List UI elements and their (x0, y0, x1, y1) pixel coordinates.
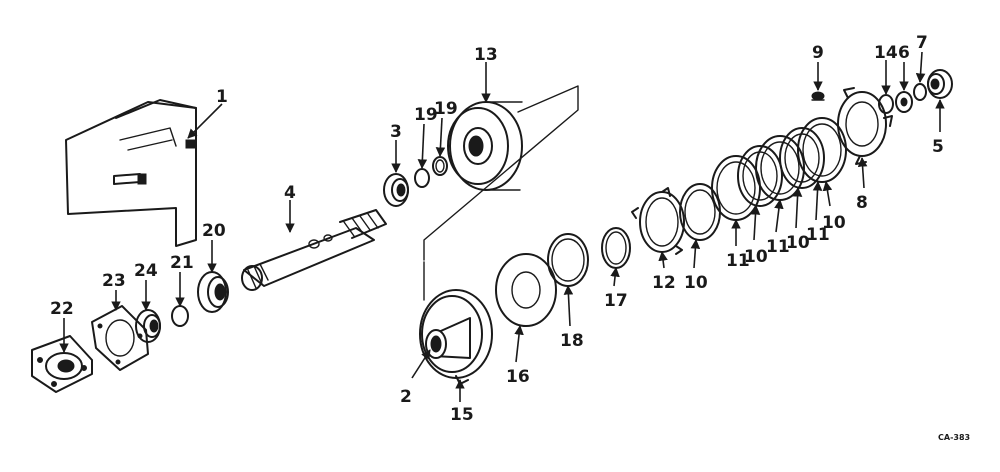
callout-19-a: 19 (414, 105, 438, 125)
part-10-disc-a (679, 183, 721, 241)
callout-23: 23 (102, 271, 126, 291)
part-15-hub (419, 289, 493, 385)
leader-lines (59, 51, 945, 402)
callout-19-b: 19 (434, 99, 458, 119)
callout-14: 14 (874, 43, 898, 63)
callout-20: 20 (202, 221, 226, 241)
callout-24: 24 (134, 261, 158, 281)
callout-5: 5 (932, 137, 944, 157)
reference-code: CA-383 (938, 433, 970, 442)
callout-18: 18 (560, 331, 584, 351)
part-24-bearing (135, 309, 161, 343)
callout-labels: 1 2 3 4 5 6 7 8 9 10 10 10 10 11 11 11 1… (50, 33, 944, 425)
part-19-ring-a (414, 168, 430, 188)
part-22-end-cover (31, 335, 93, 393)
callout-9: 9 (812, 43, 824, 63)
callout-22: 22 (50, 299, 74, 319)
callout-21: 21 (170, 253, 194, 273)
callout-3: 3 (390, 122, 402, 142)
callout-10-b: 10 (744, 247, 768, 267)
assembly-plane (423, 85, 579, 301)
callout-16: 16 (506, 367, 530, 387)
part-4-shaft (241, 209, 387, 291)
callout-11-a: 11 (726, 251, 750, 271)
callout-10-c: 10 (786, 233, 810, 253)
callout-10-a: 10 (684, 273, 708, 293)
callout-11-b: 11 (766, 237, 790, 257)
part-19-ring-b (432, 156, 448, 176)
part-1-housing (65, 99, 197, 247)
part-17-ring (601, 227, 631, 269)
part-14-washer (878, 94, 894, 114)
callout-17: 17 (604, 291, 628, 311)
callout-13: 13 (474, 45, 498, 65)
callout-4: 4 (284, 183, 296, 203)
callout-8: 8 (856, 193, 868, 213)
part-21-snap-ring (171, 305, 189, 327)
callout-6: 6 (898, 43, 910, 63)
part-6-washer (895, 91, 913, 113)
callout-15: 15 (450, 405, 474, 425)
part-13-drum (447, 101, 523, 191)
callout-1: 1 (216, 87, 228, 107)
part-20-ball-bearing (197, 271, 229, 313)
callout-11-c: 11 (806, 225, 830, 245)
part-16-plate (495, 253, 557, 327)
part-7-ring (913, 83, 927, 101)
part-11-disc-a (711, 155, 761, 221)
part-18-ring (547, 233, 589, 287)
callout-12: 12 (652, 273, 676, 293)
part-3-bearing (383, 173, 409, 207)
part-12-plate (631, 187, 685, 255)
part-23-gasket (91, 305, 149, 371)
callout-10-d: 10 (822, 213, 846, 233)
part-9-screw (811, 91, 825, 101)
callout-2: 2 (400, 387, 412, 407)
callout-7: 7 (916, 33, 928, 53)
part-5-bearing (927, 69, 953, 99)
